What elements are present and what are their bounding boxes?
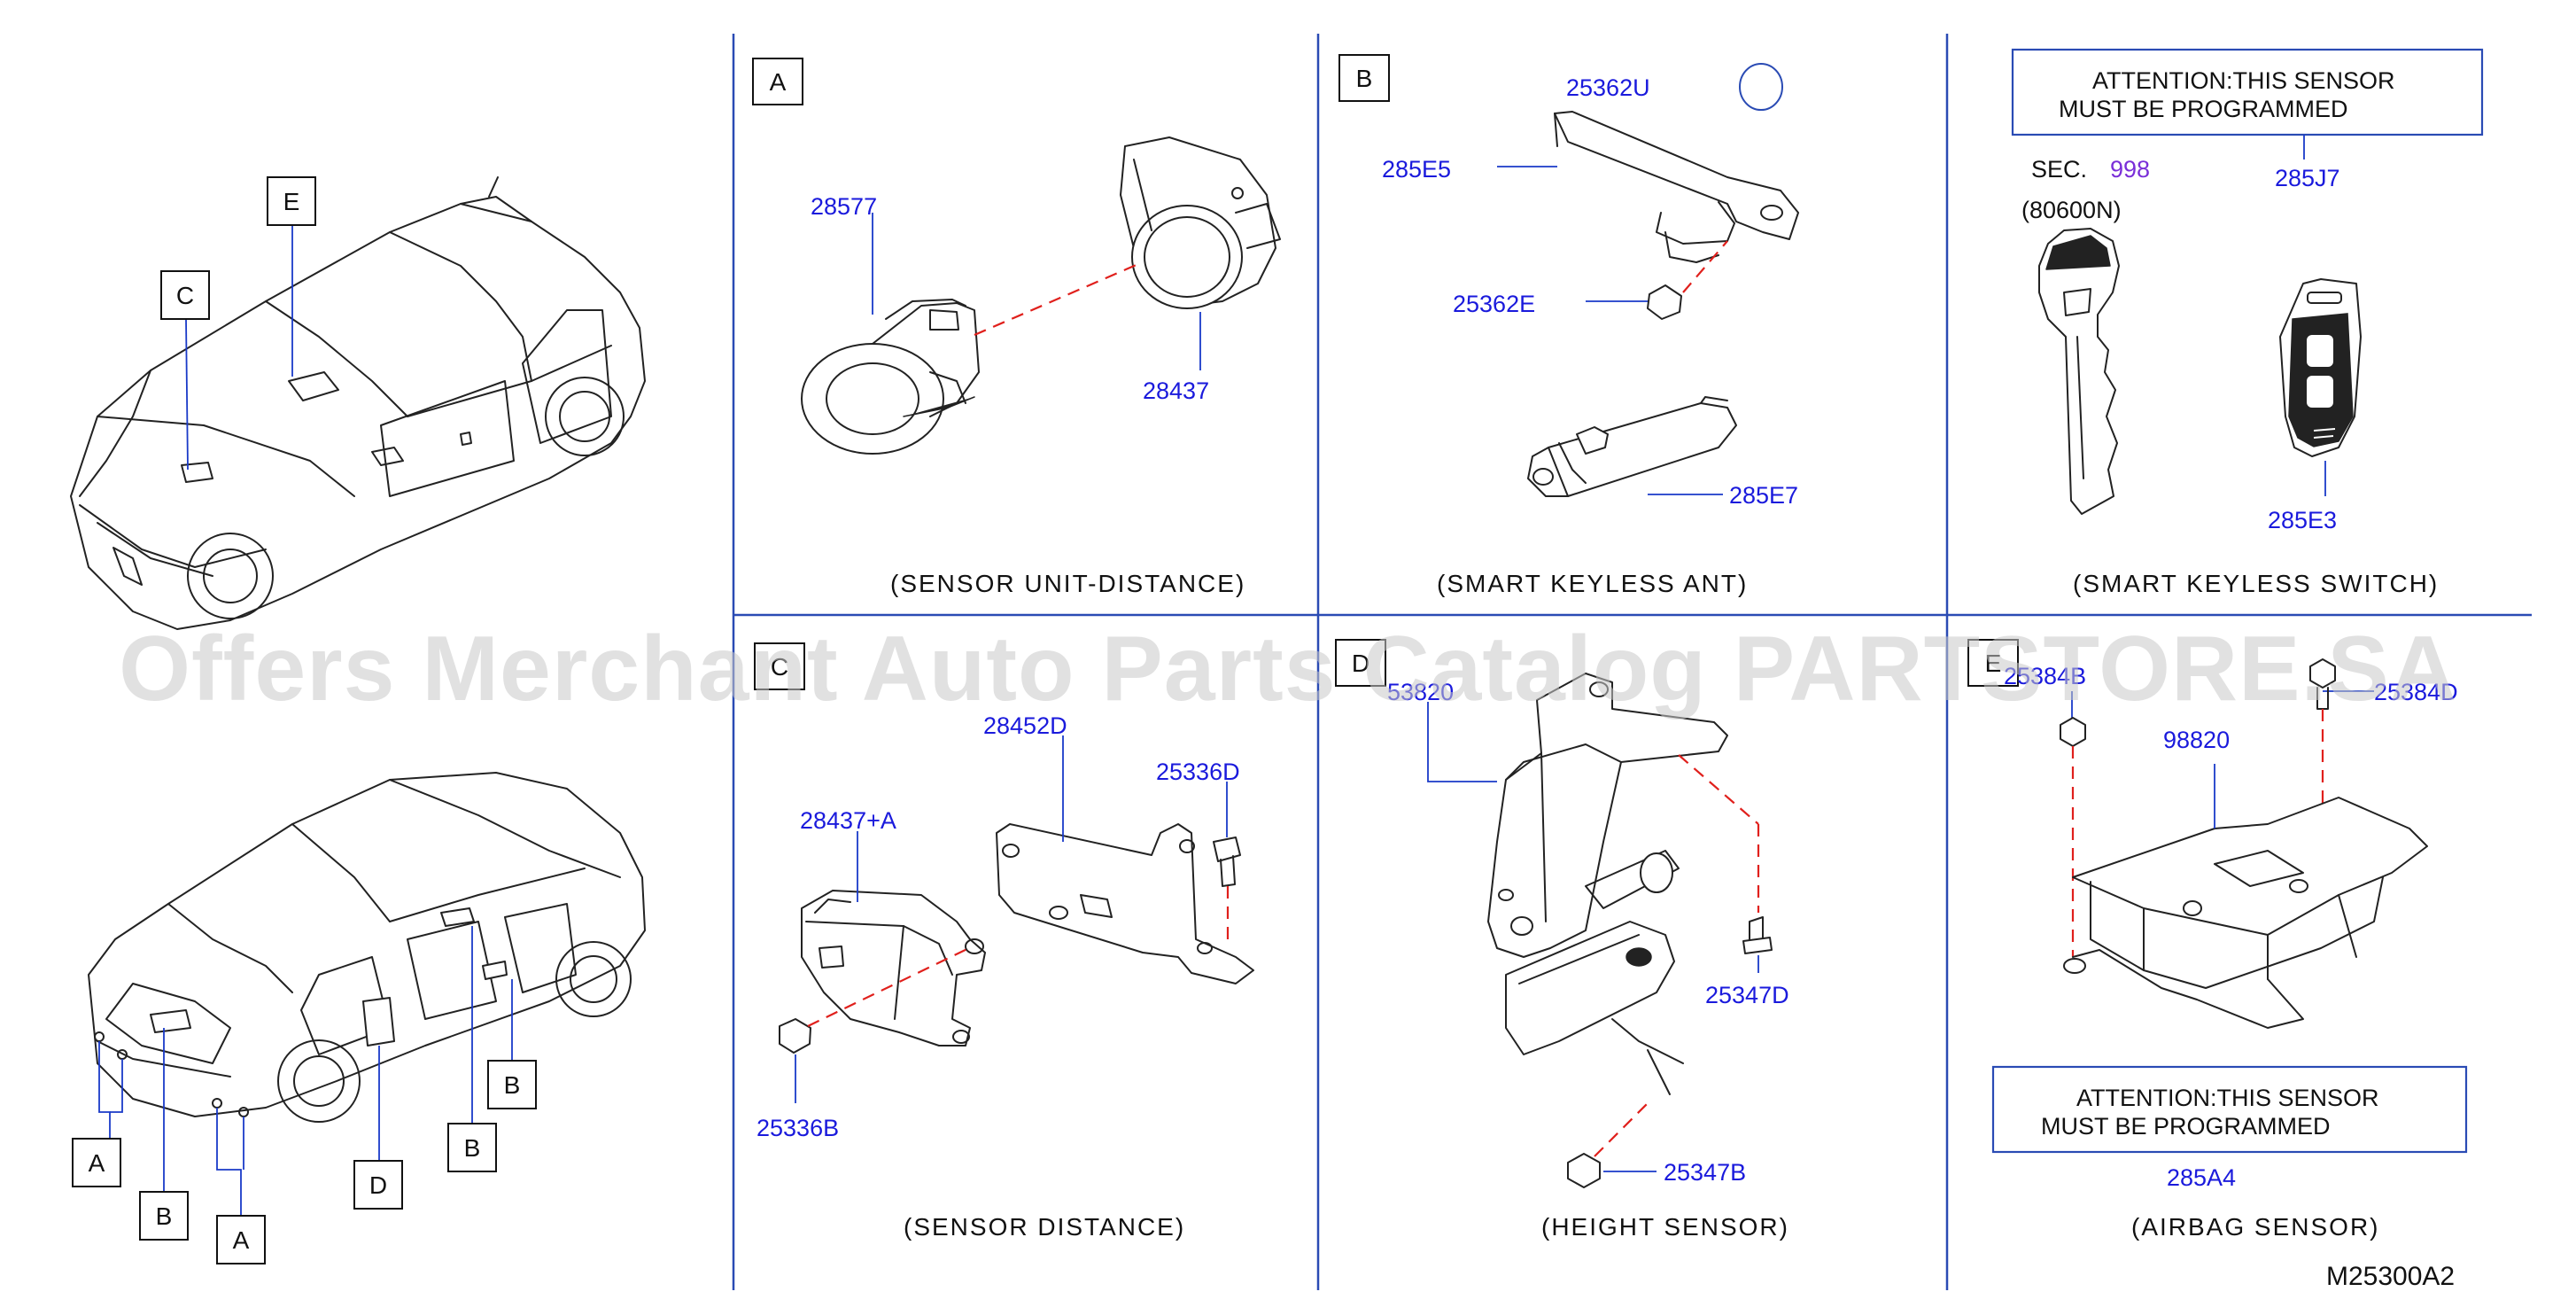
- attention-box-key: [2011, 48, 2484, 136]
- panel-e-box: [1967, 639, 2019, 687]
- panel-dividers: [732, 34, 2532, 1290]
- panel-d-letter: D: [1352, 650, 1369, 677]
- part-25384d: 25384D: [2374, 679, 2458, 705]
- part-28452d: 28452D: [983, 712, 1067, 739]
- attention-key-line2: MUST BE PROGRAMMED: [2059, 96, 2348, 122]
- grommet-25362u: [1739, 63, 1783, 111]
- nut-25384b: [2060, 717, 2086, 747]
- panel-a-box: [752, 58, 803, 105]
- nut-25347b: [1567, 1153, 1601, 1188]
- callout-c-label: C: [176, 282, 194, 309]
- part-25347b: 25347B: [1664, 1159, 1746, 1186]
- part-98820: 98820: [2163, 727, 2230, 753]
- watermark: Offers Merchant Auto Parts Catalog PARTS…: [119, 618, 2457, 720]
- panel-b-box: [1338, 54, 1390, 102]
- attention-box-airbag: [1991, 1065, 2468, 1154]
- panel-e-caption: (AIRBAG SENSOR): [2131, 1213, 2379, 1241]
- sec-code: (80600N): [2021, 197, 2122, 223]
- bolt-25336d: [1213, 836, 1241, 887]
- attention-airbag-line2: MUST BE PROGRAMMED: [2041, 1113, 2331, 1140]
- callout-box-a1: [72, 1138, 121, 1187]
- callout-box-c: [160, 270, 210, 320]
- panel-a: A 28577 28437 (SENSOR UNIT-DISTANCE): [752, 58, 1281, 597]
- part-285e5: 285E5: [1382, 156, 1451, 183]
- smart-key-fob-icon: [2279, 278, 2362, 457]
- part-28437a: 28437+A: [800, 807, 896, 834]
- panel-a-caption: (SENSOR UNIT-DISTANCE): [890, 570, 1245, 597]
- panel-keyless-switch: ATTENTION:THIS SENSOR MUST BE PROGRAMMED…: [2011, 48, 2484, 597]
- part-25362u: 25362U: [1566, 74, 1650, 101]
- front-callouts: E C: [160, 176, 316, 471]
- part-25362e: 25362E: [1453, 291, 1535, 317]
- distance-sensor-28437a: [801, 890, 986, 1047]
- car-rear-view: [88, 772, 646, 1123]
- sensor-bracket-28577: [801, 299, 980, 455]
- part-53820: 53820: [1387, 679, 1454, 705]
- rear-callouts: A B A D B B: [72, 926, 537, 1264]
- callout-a1-label: A: [89, 1149, 105, 1177]
- part-285e3: 285E3: [2268, 507, 2337, 533]
- callout-box-a2: [216, 1215, 266, 1264]
- callout-box-b3: [487, 1060, 537, 1109]
- height-sensor-bracket-53820: [1487, 673, 1728, 1095]
- sec-number: 998: [2110, 156, 2150, 183]
- nut-25336b: [779, 1018, 811, 1054]
- part-285a4: 285A4: [2167, 1164, 2236, 1191]
- callout-e-label: E: [283, 188, 300, 215]
- callout-b2-label: B: [464, 1134, 481, 1162]
- callout-box-b2: [447, 1123, 497, 1172]
- panel-c-letter: C: [771, 653, 788, 681]
- panel-d-box: [1335, 639, 1386, 687]
- panel-a-letter: A: [770, 68, 787, 96]
- part-25336b: 25336B: [757, 1115, 839, 1141]
- sec-label: SEC.: [2031, 156, 2087, 183]
- part-28437: 28437: [1143, 377, 1209, 404]
- panel-b: B 25362U 285E5 25362E 285E7 (SMART KEYLE…: [1338, 54, 1799, 597]
- antenna-bracket-285e5: [1554, 111, 1799, 263]
- attention-airbag-line1: ATTENTION:THIS SENSOR: [2076, 1085, 2379, 1111]
- panel-d-caption: (HEIGHT SENSOR): [1541, 1213, 1789, 1241]
- car-front-view: [70, 176, 646, 630]
- callout-b1-label: B: [156, 1202, 173, 1230]
- bolt-25347d: [1742, 916, 1773, 954]
- part-25384b: 25384B: [2004, 663, 2086, 689]
- mechanical-key-icon: [2038, 228, 2120, 515]
- part-285j7: 285J7: [2275, 165, 2340, 191]
- part-28577: 28577: [811, 193, 877, 220]
- attention-key-line1: ATTENTION:THIS SENSOR: [2092, 67, 2395, 94]
- part-25336d: 25336D: [1156, 759, 1240, 785]
- clip-25362e: [1647, 284, 1682, 320]
- keyless-antenna-285e7: [1527, 396, 1737, 497]
- callout-box-e: [267, 176, 316, 226]
- callout-b3-label: B: [504, 1071, 521, 1099]
- distance-sensor-28437: [1120, 136, 1281, 309]
- airbag-sensor-98820: [2063, 797, 2428, 1029]
- panel-c-box: [754, 642, 805, 690]
- panel-c-caption: (SENSOR DISTANCE): [904, 1213, 1185, 1241]
- panel-e-letter: E: [1985, 650, 2002, 677]
- callout-d-label: D: [369, 1171, 387, 1199]
- panel-b-caption: (SMART KEYLESS ANT): [1437, 570, 1748, 597]
- panel-c: C 28452D 25336D 28437+A: [754, 642, 1254, 1241]
- callout-box-d: [353, 1160, 403, 1210]
- panel-key-caption: (SMART KEYLESS SWITCH): [2073, 570, 2439, 597]
- callout-a2-label: A: [233, 1226, 250, 1254]
- panel-e: E 25384B 25384D 98820 ATTENTION:THIS SE: [1967, 639, 2468, 1241]
- callout-box-b1: [139, 1191, 189, 1241]
- diagram-code: M25300A2: [2326, 1262, 2455, 1291]
- panel-d: D 53820 25347D 25347B: [1335, 639, 1789, 1241]
- part-285e7: 285E7: [1729, 482, 1798, 509]
- part-25347d: 25347D: [1705, 982, 1789, 1008]
- panel-b-letter: B: [1356, 65, 1373, 92]
- sensor-bracket-28452d: [996, 823, 1254, 984]
